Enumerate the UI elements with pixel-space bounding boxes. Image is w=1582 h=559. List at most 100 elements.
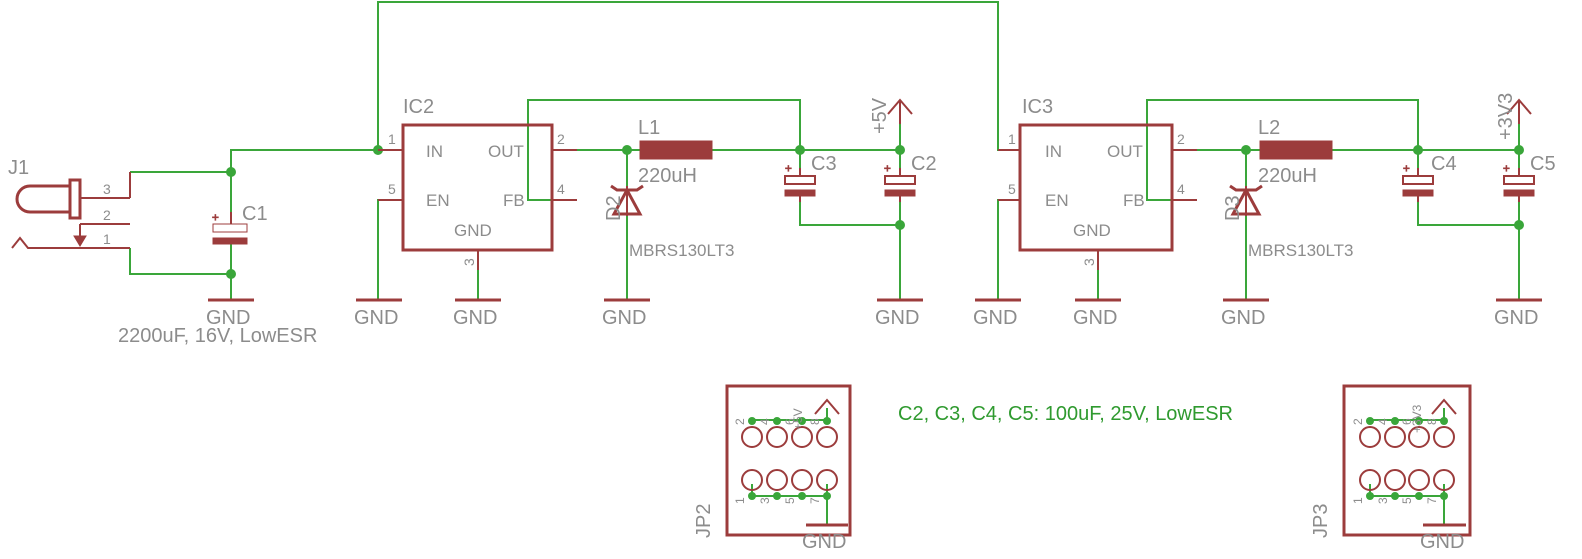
j1-power-jack: J1 3 2 1 <box>8 157 131 249</box>
wire-jp2-bottom <box>751 484 828 497</box>
d2-diode: D2 MBRS130LT3 <box>603 184 735 260</box>
junctions <box>226 145 1524 500</box>
junction <box>1440 492 1448 500</box>
d2-value: MBRS130LT3 <box>629 241 735 260</box>
c5-label: C5 <box>1530 153 1556 175</box>
ic3-pin2-number: 2 <box>1177 131 1185 147</box>
ic3-pin4-number: 4 <box>1177 181 1185 197</box>
gnd-label-ic2: GND <box>453 307 497 329</box>
c4-plus-icon: + <box>1403 161 1410 175</box>
gnd-label-d2: GND <box>602 307 646 329</box>
junction <box>1366 492 1374 500</box>
ic3-fb-label: FB <box>1123 191 1145 210</box>
l2-inductor: L2 220uH <box>1258 117 1333 187</box>
jp3-label: JP3 <box>1310 504 1332 538</box>
l1-label: L1 <box>638 117 660 139</box>
wire-ic2-fb <box>527 99 801 201</box>
jp2-pad <box>766 426 788 448</box>
c3-plate-positive <box>784 175 816 185</box>
supply-3v3-label: +3V3 <box>1495 93 1517 140</box>
ic2-fb-label: FB <box>503 191 525 210</box>
jp2-pin8-number: 8 <box>808 418 822 425</box>
junction <box>1391 417 1399 425</box>
ic2-label: IC2 <box>403 96 434 118</box>
supply-5v-label: +5V <box>869 97 891 134</box>
c2-capacitor: + C2 <box>884 153 937 202</box>
junction <box>748 492 756 500</box>
supply-5v-arrow-icon <box>887 98 913 115</box>
gnd-label-ic2-en: GND <box>354 307 398 329</box>
c1-capacitor: + C1 2200uF, 16V, LowESR <box>118 203 317 347</box>
junction <box>823 492 831 500</box>
ic2-in-label: IN <box>426 142 443 161</box>
jp3-gnd-label: GND <box>1420 531 1464 553</box>
j1-spring-icon <box>11 236 130 249</box>
junction <box>795 145 805 155</box>
junction <box>1241 145 1251 155</box>
junction <box>798 417 806 425</box>
wire-input <box>130 149 403 173</box>
c1-value: 2200uF, 16V, LowESR <box>118 325 317 347</box>
jp2-pin3-number: 3 <box>758 497 772 504</box>
junction <box>1440 417 1448 425</box>
c4-capacitor: + C4 <box>1402 153 1457 202</box>
c1-plate-negative <box>212 237 248 245</box>
junction <box>1366 417 1374 425</box>
l1-value: 220uH <box>638 165 697 187</box>
wire-c3-bottom <box>799 200 900 226</box>
j1-label: J1 <box>8 157 29 179</box>
jp2-pin4-number: 4 <box>758 418 772 425</box>
junction <box>895 145 905 155</box>
jp3-pin6-number: 6 <box>1400 418 1414 425</box>
c1-plus-icon: + <box>212 210 219 224</box>
junction <box>748 417 756 425</box>
gnd-label-ic3-en: GND <box>973 307 1017 329</box>
ic2-pin2-number: 2 <box>557 131 565 147</box>
l1-body <box>639 140 713 160</box>
jp3-pin5-number: 5 <box>1400 497 1414 504</box>
junction <box>1391 492 1399 500</box>
wire-ic3-en <box>997 199 1020 300</box>
jp3-pin8-number: 8 <box>1425 418 1439 425</box>
jp2-pad <box>816 426 838 448</box>
jp3-pad <box>1359 426 1381 448</box>
c2-plate-positive <box>884 175 916 185</box>
jp2-label: JP2 <box>693 504 715 538</box>
jp3-pin7-number: 7 <box>1425 497 1439 504</box>
j1-arrow-icon <box>73 235 87 247</box>
jp3-pad <box>1384 469 1406 491</box>
ic2-pin4-number: 4 <box>557 181 565 197</box>
wire-jp3-bottom <box>1369 484 1445 497</box>
d2-label: D2 <box>603 195 625 221</box>
c3-label: C3 <box>811 153 837 175</box>
wire-ic3-fb <box>1146 99 1419 201</box>
junction <box>773 492 781 500</box>
ic2-out-label: OUT <box>488 142 524 161</box>
jp2-pad <box>766 469 788 491</box>
wire-top-feed <box>377 1 1020 151</box>
jp3-pin3-number: 3 <box>1376 497 1390 504</box>
c5-plate-positive <box>1503 175 1535 185</box>
ground-symbols: GND GND GND GND GND GND GND GND GND <box>206 298 1542 329</box>
c5-plate-negative <box>1503 189 1535 197</box>
l1-inductor: L1 220uH <box>638 117 713 187</box>
l2-label: L2 <box>1258 117 1280 139</box>
jp2-pin7-number: 7 <box>808 497 822 504</box>
wire-c4-bottom <box>1417 200 1519 226</box>
jp3-pad <box>1359 469 1381 491</box>
d3-diode: D3 MBRS130LT3 <box>1222 184 1354 260</box>
c4-plate-negative <box>1402 189 1434 197</box>
ic2-regulator: IC2 IN OUT EN FB GND 1 5 2 4 3 <box>378 96 577 270</box>
c5-plus-icon: + <box>1503 161 1510 175</box>
supply-3v3: +3V3 <box>1495 93 1532 140</box>
jp2-pad <box>791 469 813 491</box>
junction <box>1415 492 1423 500</box>
c3-plus-icon: + <box>785 161 792 175</box>
c5-capacitor: + C5 <box>1503 153 1556 202</box>
j1-plug-collar <box>68 178 82 220</box>
ic3-pin1-number: 1 <box>1008 131 1016 147</box>
gnd-label-c5: GND <box>1494 307 1538 329</box>
jp3-pad <box>1384 426 1406 448</box>
junction <box>226 269 236 279</box>
jp3-body <box>1342 384 1472 537</box>
